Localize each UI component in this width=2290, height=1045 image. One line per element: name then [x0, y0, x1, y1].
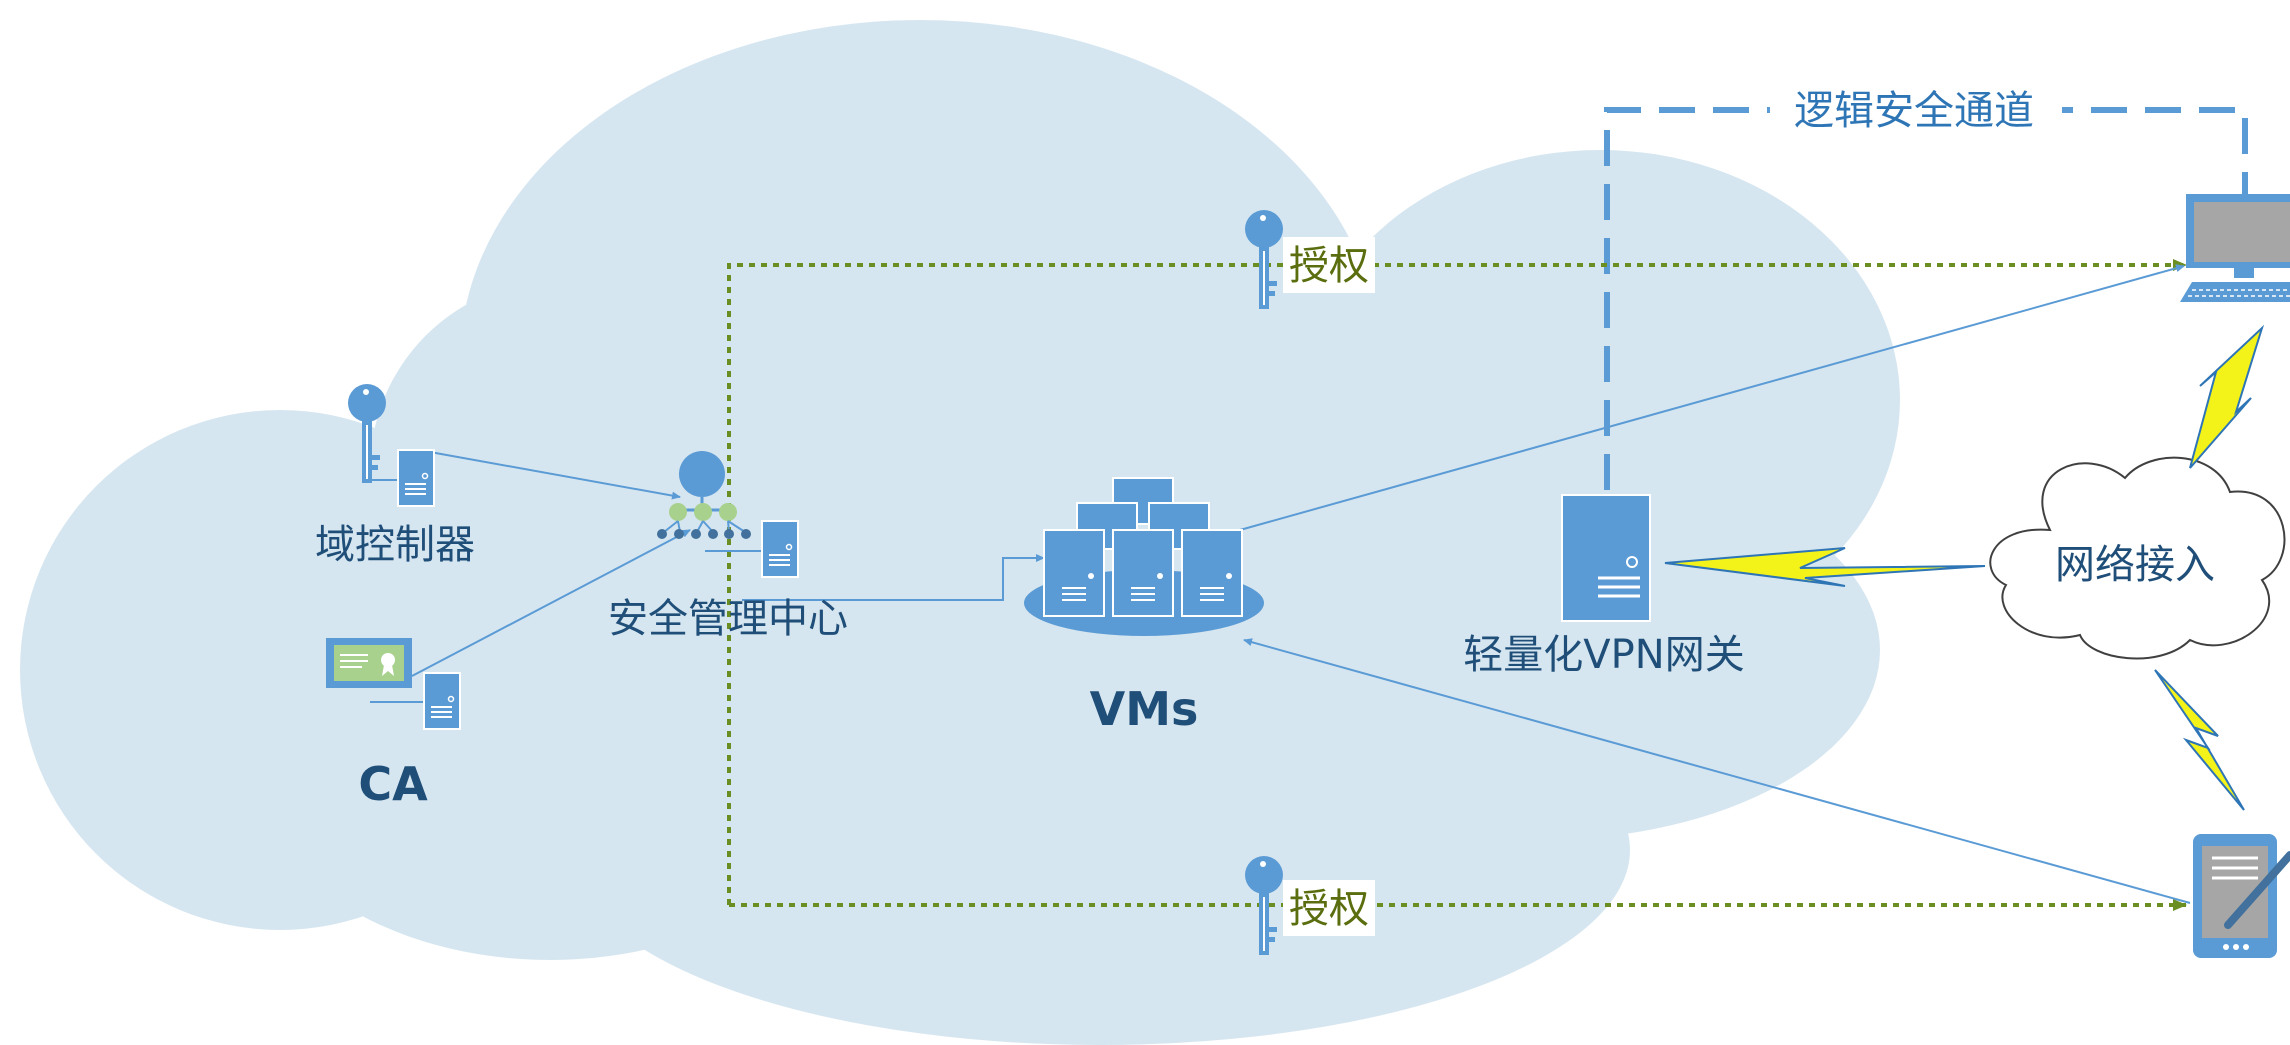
tablet-icon	[2193, 834, 2290, 958]
auth-bottom-label: 授权	[1289, 886, 1369, 932]
vpn-gateway: 轻量化VPN网关	[1463, 494, 1745, 678]
vpn-gateway-label: 轻量化VPN网关	[1463, 632, 1744, 678]
certificate-icon	[326, 638, 412, 688]
dc-to-center-line	[429, 451, 681, 500]
center-to-vms-line	[742, 554, 1045, 601]
lightning-icon	[2154, 669, 2245, 811]
vms-label: VMs	[1090, 682, 1199, 736]
secure-channel-line	[1604, 107, 2248, 490]
network-hub-icon	[657, 451, 751, 539]
lightning-icon	[1664, 547, 1986, 587]
domain-controller: 域控制器	[315, 383, 475, 568]
desktop-computer-icon	[2180, 194, 2290, 302]
stylus-icon	[2224, 851, 2290, 929]
server-icon	[1561, 494, 1651, 622]
server-icon	[761, 520, 799, 578]
tablet-to-vms-line	[1243, 638, 2191, 904]
ca-node: CA	[326, 638, 461, 811]
cloud-icon: 网络接入	[1989, 456, 2286, 660]
vms-to-desktop-line	[1239, 264, 2185, 531]
security-center: 安全管理中心	[608, 451, 848, 642]
secure-channel-label-bg	[1770, 82, 2062, 138]
lightning-icon	[2189, 324, 2265, 469]
server-icon	[423, 672, 461, 730]
vm-cluster-icon	[1024, 477, 1264, 636]
server-icon	[397, 449, 435, 507]
security-center-label: 安全管理中心	[608, 596, 848, 642]
ca-label: CA	[358, 757, 428, 811]
auth-line-top	[727, 259, 2187, 905]
domain-controller-label: 域控制器	[315, 522, 475, 568]
secure-channel-label: 逻辑安全通道	[1794, 88, 2034, 134]
ca-to-center-line	[411, 529, 691, 677]
auth-top: 授权	[1244, 209, 1375, 310]
auth-top-label: 授权	[1289, 243, 1369, 289]
auth-bottom: 授权	[1244, 855, 1375, 956]
network-access-label: 网络接入	[2055, 542, 2215, 588]
